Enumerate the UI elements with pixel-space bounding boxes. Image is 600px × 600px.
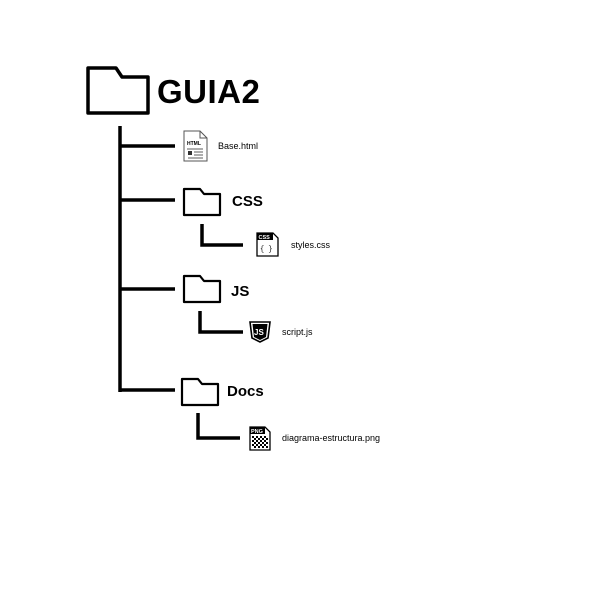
css-file-icon: CSS { }: [256, 232, 279, 257]
png-file-icon: PNG: [249, 426, 271, 451]
png-badge: PNG: [251, 429, 263, 435]
folder-label-css: CSS: [232, 193, 263, 210]
html-badge: HTML: [187, 141, 201, 147]
tree-connectors: [118, 126, 243, 440]
branch-png: [196, 413, 240, 440]
js-badge: JS: [254, 328, 264, 337]
css-badge: CSS: [259, 235, 271, 241]
folder-label-js: JS: [231, 283, 250, 300]
js-file-icon: JS: [249, 321, 271, 343]
file-label-diagrama-png: diagrama-estructura.png: [282, 433, 381, 443]
branch-styles: [200, 224, 243, 247]
docs-folder-icon: [180, 377, 220, 407]
css-folder-icon: [182, 187, 222, 217]
root-folder-label: GUIA2: [157, 73, 261, 110]
folder-label-docs: Docs: [227, 383, 264, 400]
html-file-icon: HTML: [183, 130, 208, 162]
file-label-styles-css: styles.css: [291, 240, 331, 250]
file-label-script-js: script.js: [282, 327, 313, 337]
branch-script: [198, 311, 243, 334]
root-folder-icon: [86, 66, 150, 115]
braces-glyph: { }: [260, 246, 273, 254]
file-label-base-html: Base.html: [218, 141, 259, 151]
js-folder-icon: [182, 274, 222, 304]
checker-pattern: [252, 436, 268, 448]
